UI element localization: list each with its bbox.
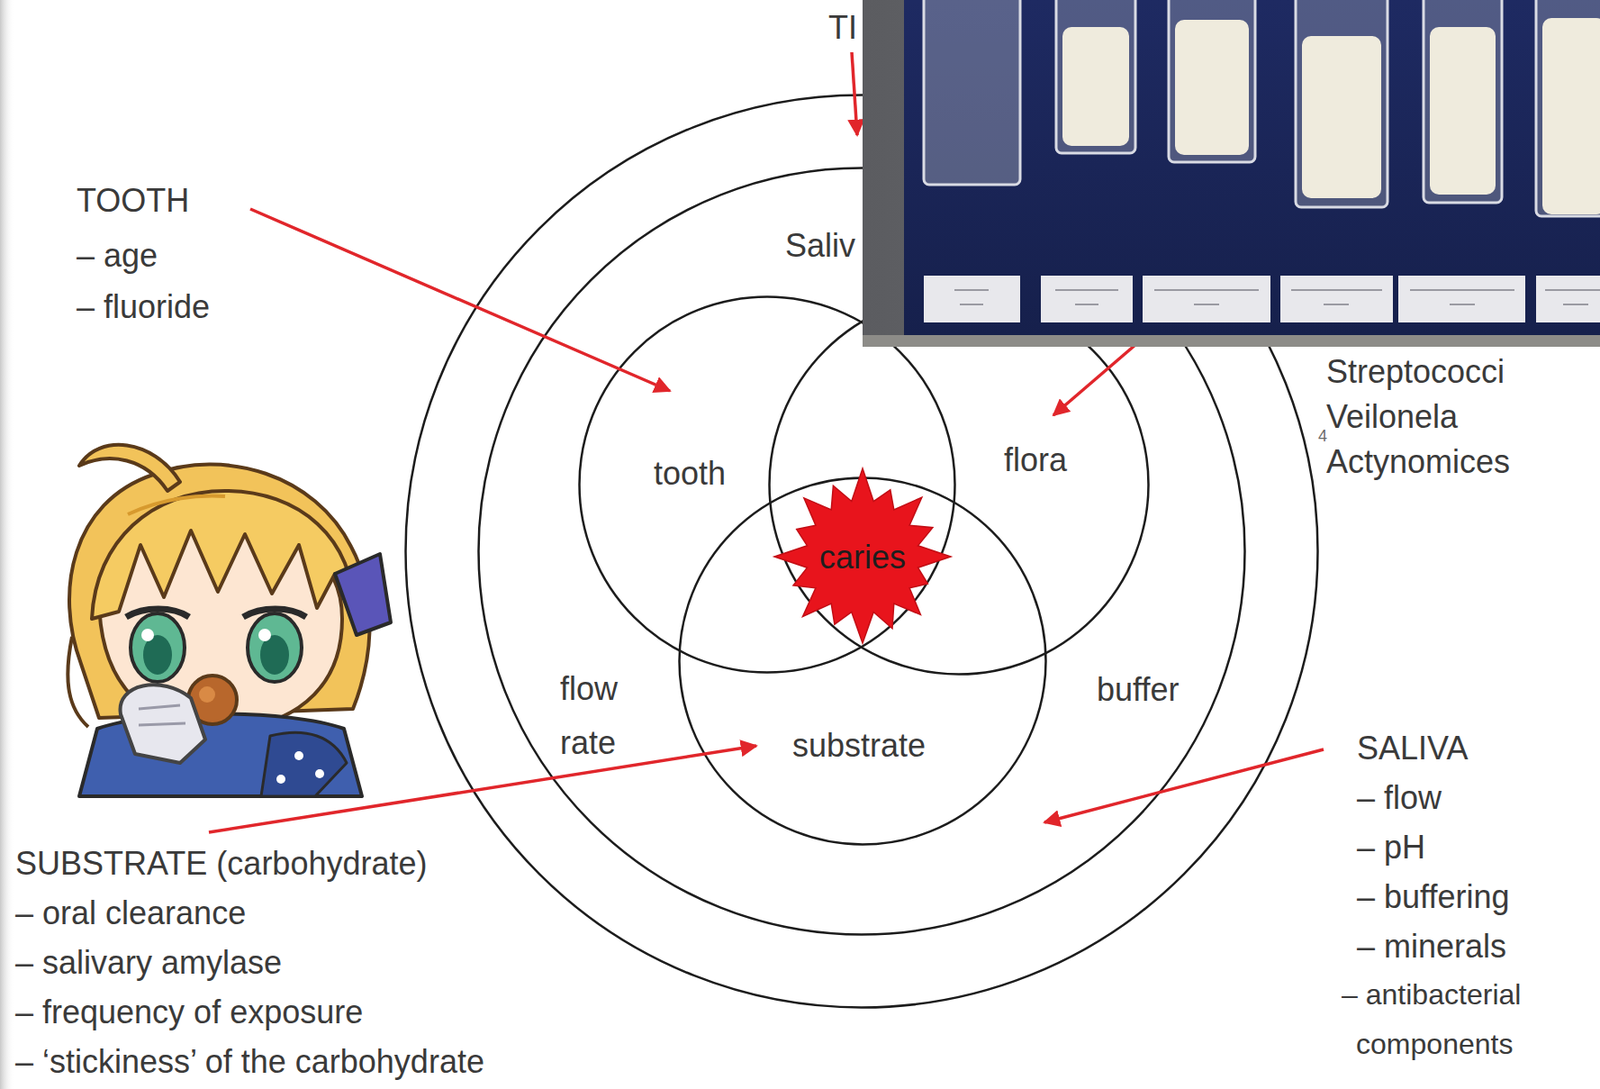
armor-body bbox=[79, 714, 362, 797]
list-heading: TOOTH bbox=[76, 180, 190, 221]
food-crumb bbox=[198, 686, 216, 703]
ring-label: flow rate bbox=[560, 661, 643, 770]
time-arrow bbox=[851, 52, 858, 136]
circle-label: tooth bbox=[653, 452, 726, 494]
armor-shoulder bbox=[261, 732, 347, 796]
left-eye bbox=[126, 608, 190, 682]
bacteria-name: Streptococci bbox=[1326, 351, 1505, 392]
list-item: – age bbox=[76, 235, 158, 276]
card-print bbox=[954, 289, 1600, 305]
ring-heading: TI bbox=[828, 7, 858, 48]
saliva-arrow bbox=[1044, 749, 1324, 823]
list-item: – oral clearance bbox=[15, 892, 246, 933]
starburst bbox=[774, 468, 951, 643]
gauntlet-hand bbox=[120, 684, 206, 763]
substrate-arrow bbox=[208, 745, 757, 832]
list-item: – antibacterial components bbox=[1341, 969, 1596, 1069]
photo-table bbox=[862, 334, 1600, 347]
circle-label: flora bbox=[1003, 439, 1067, 480]
caries-star: caries bbox=[774, 468, 951, 645]
circle-label: substrate bbox=[792, 724, 926, 766]
armor-dot bbox=[276, 774, 286, 784]
circle-line bbox=[769, 295, 1149, 675]
right-eye bbox=[243, 608, 307, 682]
ring-label: buffer bbox=[1096, 668, 1179, 710]
armor-dot bbox=[294, 750, 304, 760]
edge-shadow bbox=[0, 0, 15, 1089]
list-item: – salivary amylase bbox=[15, 941, 282, 983]
bacteria-name: Veilonela bbox=[1326, 396, 1458, 437]
hair-ribbon bbox=[334, 553, 391, 635]
list-item: – flow bbox=[1356, 777, 1442, 818]
star-label: caries bbox=[819, 536, 906, 578]
ring-label: Saliv bbox=[785, 225, 856, 266]
circle-line bbox=[479, 168, 1246, 935]
circle-line bbox=[579, 297, 956, 673]
tooth-arrow bbox=[250, 208, 670, 391]
list-item: – fluoride bbox=[76, 286, 210, 327]
flora-arrow bbox=[1053, 343, 1137, 416]
list-item: – minerals bbox=[1356, 925, 1507, 967]
bacteria-name: Actynomices bbox=[1326, 441, 1510, 482]
gauntlet-detail bbox=[138, 705, 186, 725]
list-item: – frequency of exposure bbox=[15, 991, 363, 1032]
circle-outline bbox=[578, 295, 957, 674]
list-item: – pH bbox=[1356, 826, 1426, 868]
venn-circle: tooth bbox=[578, 295, 957, 674]
venn-circle: flora bbox=[768, 293, 1150, 676]
sugar-bags bbox=[923, 0, 1600, 217]
armor-dot bbox=[315, 768, 325, 778]
hair-shine bbox=[127, 496, 226, 515]
hair-bangs bbox=[91, 490, 355, 619]
hair-ahoge bbox=[79, 444, 181, 491]
list-heading: SALIVA bbox=[1356, 727, 1468, 769]
circle-outline bbox=[768, 293, 1150, 676]
footnote-mark: 4 bbox=[1318, 425, 1328, 447]
list-heading: SUBSTRATE (carbohydrate) bbox=[15, 842, 427, 884]
list-item: – buffering bbox=[1356, 876, 1510, 917]
hair-side bbox=[67, 636, 89, 727]
list-item: – ‘stickiness’ of the carbohydrate bbox=[15, 1040, 485, 1082]
bag-cards bbox=[923, 275, 1600, 323]
